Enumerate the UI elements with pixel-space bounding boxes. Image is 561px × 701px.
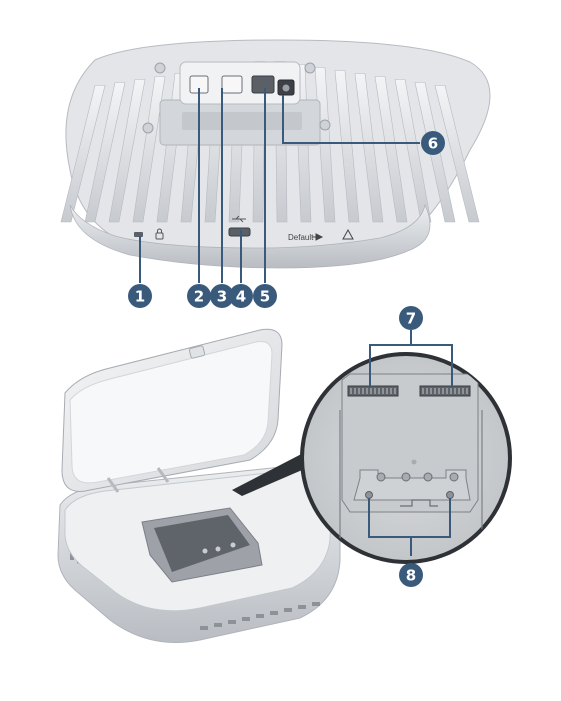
callout-6: 6	[421, 131, 445, 155]
callout-number: 7	[406, 310, 416, 328]
heat-sink-fin	[374, 76, 408, 223]
heat-sink-fin	[434, 85, 480, 223]
lock-slot	[134, 232, 143, 237]
callout-number: 8	[406, 567, 416, 585]
base-fin	[270, 611, 278, 615]
heat-sink-fin	[132, 76, 166, 223]
ethernet-port-2	[221, 75, 243, 94]
lock-icon	[155, 228, 164, 240]
callout-circle	[399, 563, 423, 587]
base-fin	[312, 602, 320, 606]
callout-5: 5	[253, 284, 277, 308]
callout-8: 8	[399, 563, 423, 587]
base-fin	[214, 623, 222, 627]
heat-sink-fin	[108, 79, 146, 223]
ethernet-port-3	[251, 75, 275, 94]
heat-sink-fin	[334, 70, 360, 223]
callout-3: 3	[210, 284, 234, 308]
default-button-label: Default	[288, 233, 314, 242]
heat-sink-fin	[354, 73, 384, 223]
callout-circle	[253, 284, 277, 308]
callout-circle	[421, 131, 445, 155]
callout-leaders	[139, 88, 453, 556]
heat-sink-fin	[394, 79, 432, 223]
warning-triangle-icon	[342, 228, 354, 240]
mounting-bracket-slots	[347, 385, 471, 397]
base-fin	[284, 608, 292, 612]
callout-7: 7	[399, 306, 423, 330]
callout-circle	[229, 284, 253, 308]
callout-number: 1	[135, 288, 145, 306]
zoom-detail	[232, 352, 512, 564]
callout-4: 4	[229, 284, 253, 308]
heat-sink-fin	[84, 82, 126, 223]
heat-sink-fin	[60, 85, 106, 223]
usb-icon	[232, 215, 246, 223]
base-fin	[298, 605, 306, 609]
reset-arrow-icon	[312, 233, 324, 241]
base-fin	[228, 620, 236, 624]
access-point-rear-view: Default	[60, 39, 491, 269]
callout-circle	[210, 284, 234, 308]
access-point-open-view	[57, 328, 341, 643]
callout-number: 4	[236, 288, 246, 306]
callout-1: 1	[128, 284, 152, 308]
base-fin	[256, 614, 264, 618]
callout-circle	[187, 284, 211, 308]
callout-number: 3	[217, 288, 227, 306]
callout-circle	[399, 306, 423, 330]
callout-2: 2	[187, 284, 211, 308]
callout-number: 2	[194, 288, 204, 306]
callout-number: 5	[260, 288, 270, 306]
base-fin	[242, 617, 250, 621]
mounting-bracket-screw-holes	[365, 491, 454, 499]
callout-number: 6	[428, 135, 438, 153]
callout-circle	[128, 284, 152, 308]
base-fin	[200, 626, 208, 630]
usb-port	[228, 227, 251, 237]
